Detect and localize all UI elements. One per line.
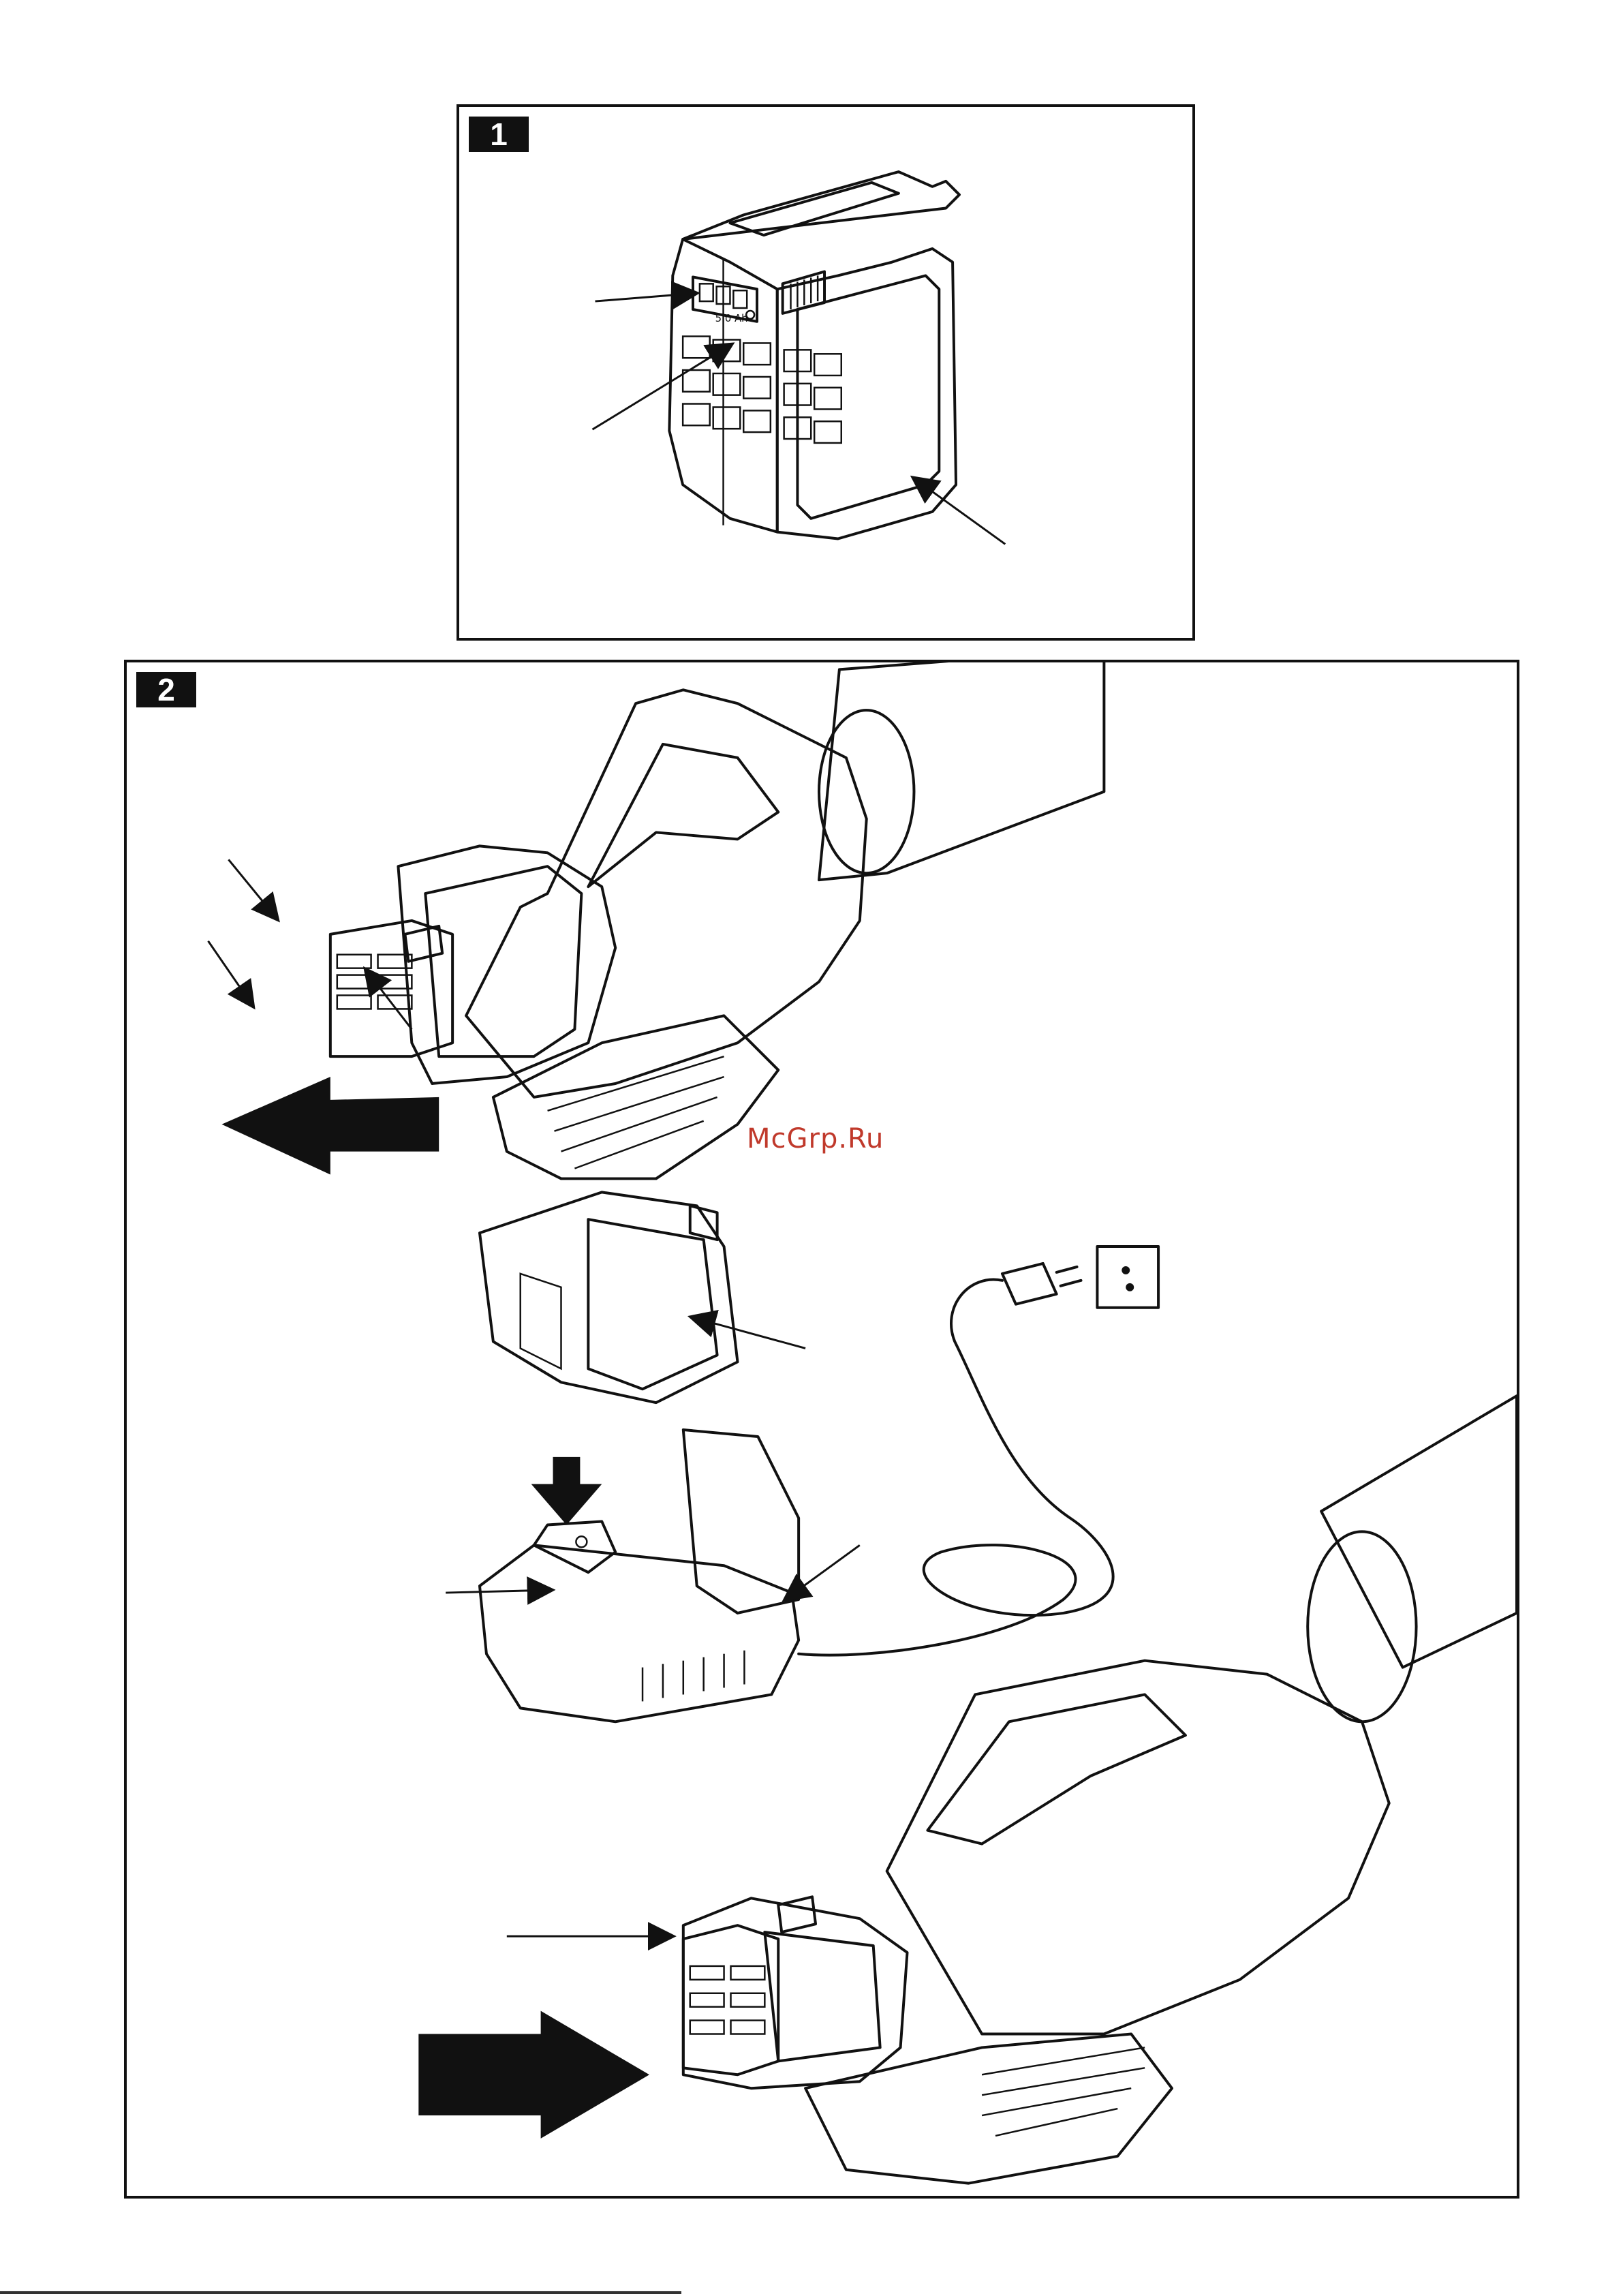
battery-loose xyxy=(480,1192,738,1403)
callout-arrow-indicator-2 xyxy=(228,859,277,919)
figure-1-panel: 1 5.0 Ah xyxy=(457,104,1195,641)
callout-arrow-housing xyxy=(914,478,1006,544)
insert-down-arrow xyxy=(531,1457,602,1525)
callout-arrow-battery xyxy=(692,1317,805,1349)
wall-socket xyxy=(1097,1246,1158,1308)
figure-2-panel: 2 xyxy=(124,660,1519,2199)
plug xyxy=(1002,1264,1057,1304)
callout-arrow-cells xyxy=(208,941,253,1007)
charger-cable xyxy=(799,1280,1113,1655)
callout-arrow-charger xyxy=(785,1545,860,1599)
tool-upper xyxy=(330,662,1104,1178)
callout-arrow-latch xyxy=(366,970,412,1030)
tool-lower xyxy=(683,1396,1517,2183)
callout-arrow-indicator xyxy=(595,293,696,301)
capacity-label: 5.0 Ah xyxy=(715,313,748,324)
charging-procedure-illustration xyxy=(127,662,1517,2196)
watermark-text: McGrp.Ru xyxy=(747,1123,884,1154)
battery-pack-illustration: 5.0 Ah xyxy=(459,107,1192,638)
charger xyxy=(480,1430,799,1721)
footer-rule xyxy=(0,2291,681,2294)
remove-direction-arrow xyxy=(221,1077,439,1174)
insert-direction-arrow xyxy=(418,2011,649,2139)
callout-arrow-charger-led xyxy=(446,1590,551,1593)
